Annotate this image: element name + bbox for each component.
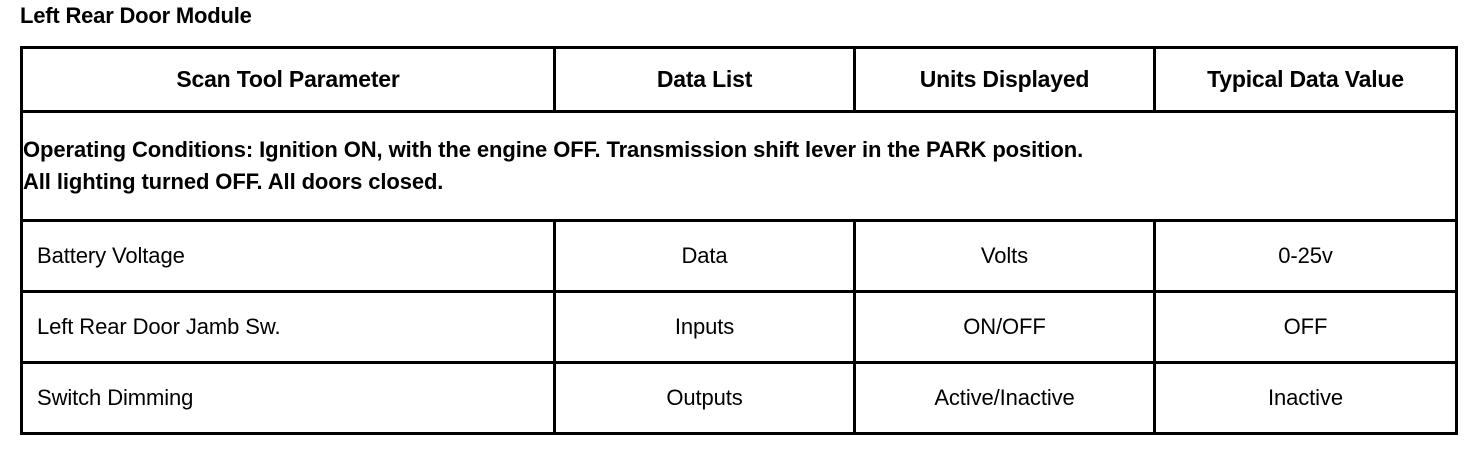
- operating-conditions-line-1: Operating Conditions: Ignition ON, with …: [23, 137, 1084, 162]
- operating-conditions-row: Operating Conditions: Ignition ON, with …: [20, 110, 1458, 222]
- table-header: Scan Tool Parameter Data List Units Disp…: [20, 46, 1458, 113]
- table-row: Switch Dimming Outputs Active/Inactive I…: [20, 361, 1458, 435]
- table-body: Operating Conditions: Ignition ON, with …: [20, 110, 1458, 435]
- table-header-row: Scan Tool Parameter Data List Units Disp…: [20, 46, 1458, 113]
- page-title: Left Rear Door Module: [20, 3, 252, 28]
- cell-units: Active/Inactive: [853, 361, 1156, 435]
- column-header-typical-data-value: Typical Data Value: [1153, 46, 1458, 113]
- cell-data-list: Data: [553, 219, 856, 293]
- cell-units: ON/OFF: [853, 290, 1156, 364]
- column-header-data-list: Data List: [553, 46, 856, 113]
- column-header-scan-tool-parameter: Scan Tool Parameter: [20, 46, 556, 113]
- cell-parameter: Left Rear Door Jamb Sw.: [20, 290, 556, 364]
- scan-tool-parameter-table: Scan Tool Parameter Data List Units Disp…: [20, 46, 1458, 435]
- cell-parameter: Battery Voltage: [20, 219, 556, 293]
- operating-conditions-cell: Operating Conditions: Ignition ON, with …: [20, 110, 1458, 222]
- column-header-units-displayed: Units Displayed: [853, 46, 1156, 113]
- table-row: Battery Voltage Data Volts 0-25v: [20, 219, 1458, 293]
- cell-typical-value: 0-25v: [1153, 219, 1458, 293]
- cell-data-list: Outputs: [553, 361, 856, 435]
- cell-data-list: Inputs: [553, 290, 856, 364]
- cell-typical-value: Inactive: [1153, 361, 1458, 435]
- table-row: Left Rear Door Jamb Sw. Inputs ON/OFF OF…: [20, 290, 1458, 364]
- cell-parameter: Switch Dimming: [20, 361, 556, 435]
- cell-units: Volts: [853, 219, 1156, 293]
- cell-typical-value: OFF: [1153, 290, 1458, 364]
- operating-conditions-line-2: All lighting turned OFF. All doors close…: [23, 169, 444, 194]
